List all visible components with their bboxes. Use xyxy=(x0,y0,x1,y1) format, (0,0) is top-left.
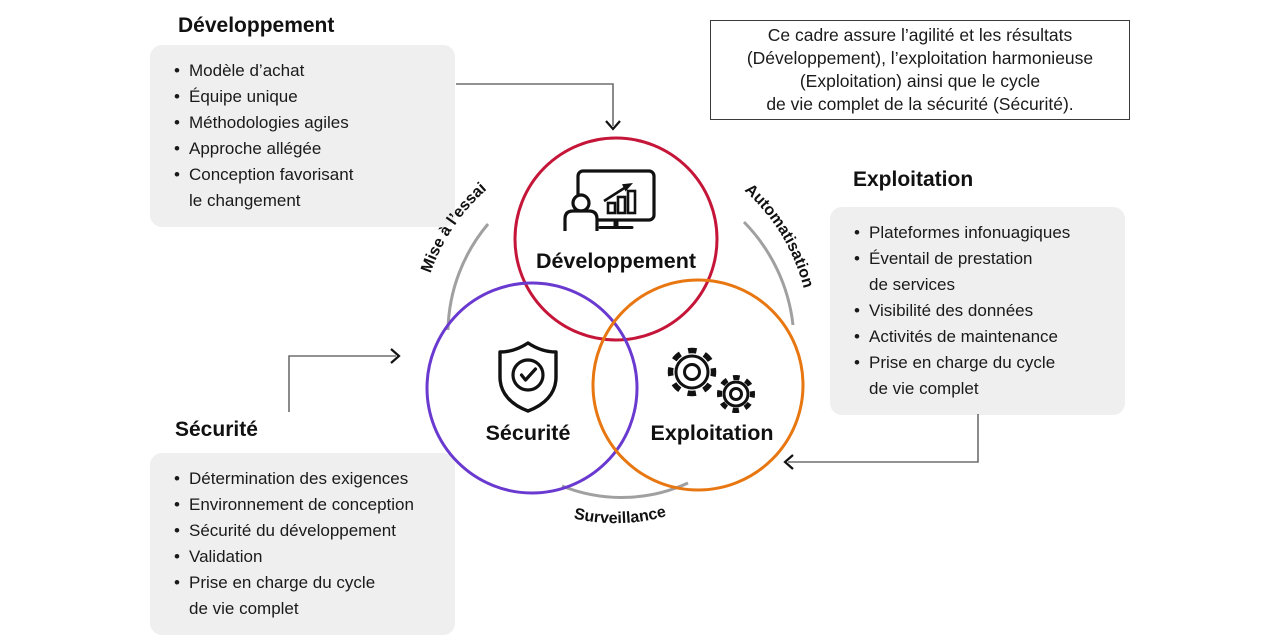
security-arrow xyxy=(288,348,401,412)
list-item: Approche allégée xyxy=(174,136,435,162)
edge-label-surveillance: Surveillance xyxy=(573,503,668,527)
operations-circle-label: Exploitation xyxy=(650,421,773,445)
list-item: Détermination des exigences xyxy=(174,466,435,492)
development-circle-label: Développement xyxy=(536,249,696,273)
development-arrow xyxy=(456,83,621,131)
development-panel: Modèle d’achat Équipe unique Méthodologi… xyxy=(150,45,455,227)
security-heading: Sécurité xyxy=(175,418,258,441)
development-list: Modèle d’achat Équipe unique Méthodologi… xyxy=(174,58,435,214)
list-item: Équipe unique xyxy=(174,84,435,110)
shield-check-icon xyxy=(498,341,558,413)
operations-list: Plateformes infonuagiques Éventail de pr… xyxy=(854,220,1105,402)
list-item: Activités de maintenance xyxy=(854,324,1105,350)
summary-line: Ce cadre assure l’agilité et les résulta… xyxy=(767,25,1073,45)
summary-line: de vie complet de la sécurité (Sécurité)… xyxy=(766,94,1074,114)
list-item: Sécurité du développement xyxy=(174,518,435,544)
development-circle xyxy=(513,136,719,342)
list-item: Validation xyxy=(174,544,435,570)
operations-panel: Plateformes infonuagiques Éventail de pr… xyxy=(830,207,1125,415)
list-item: Plateformes infonuagiques xyxy=(854,220,1105,246)
summary-line: (Développement), l’exploitation harmonie… xyxy=(746,48,1094,68)
operations-circle xyxy=(591,278,805,492)
list-item: Prise en charge du cycle de vie complet xyxy=(854,350,1105,402)
arrow-left-icon xyxy=(783,454,794,470)
gears-icon xyxy=(667,347,755,413)
summary-box: Ce cadre assure l’agilité et les résulta… xyxy=(710,20,1130,120)
list-item: Environnement de conception xyxy=(174,492,435,518)
operations-arrow xyxy=(783,414,979,470)
gray-arc-automation xyxy=(742,220,795,326)
list-item: Éventail de prestation de services xyxy=(854,246,1105,298)
security-circle xyxy=(425,281,639,495)
gray-arc-testing xyxy=(446,223,490,331)
arrow-right-icon xyxy=(390,348,401,364)
monitor-growth-chart-person-icon xyxy=(563,169,656,231)
edge-label-testing: Mise à l’essai xyxy=(418,180,489,275)
security-panel: Détermination des exigences Environnemen… xyxy=(150,453,455,635)
arrow-down-icon xyxy=(605,120,621,131)
security-circle-label: Sécurité xyxy=(486,421,571,445)
list-item: Prise en charge du cycle de vie complet xyxy=(174,570,435,622)
list-item: Méthodologies agiles xyxy=(174,110,435,136)
security-list: Détermination des exigences Environnemen… xyxy=(174,466,435,622)
development-heading: Développement xyxy=(178,14,335,37)
list-item: Conception favorisant le changement xyxy=(174,162,435,214)
operations-heading: Exploitation xyxy=(853,168,974,191)
list-item: Modèle d’achat xyxy=(174,58,435,84)
list-item: Visibilité des données xyxy=(854,298,1105,324)
summary-line: (Exploitation) ainsi que le cycle xyxy=(799,71,1041,91)
